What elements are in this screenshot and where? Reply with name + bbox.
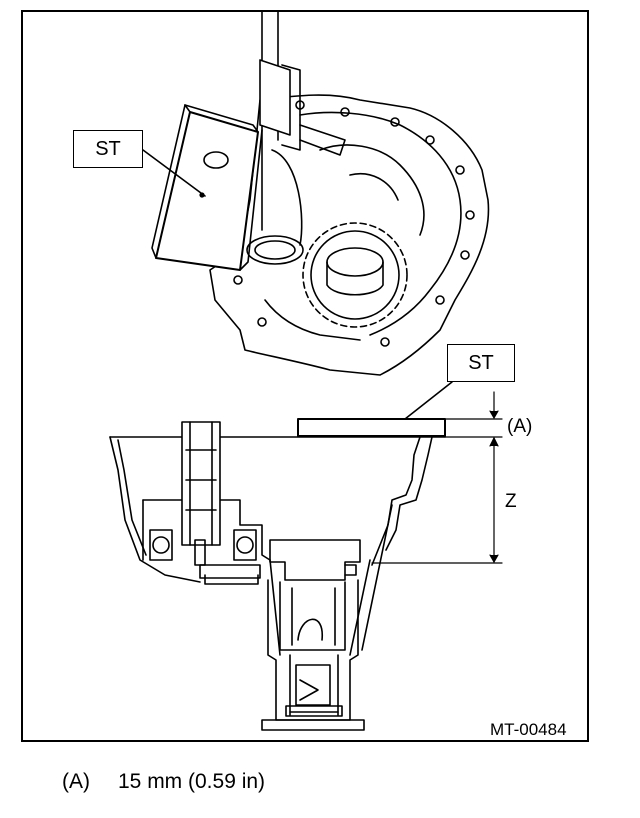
figure-id: MT-00484 xyxy=(490,720,567,739)
dimension-z-label: Z xyxy=(505,491,517,512)
st-label-top: ST xyxy=(73,130,143,168)
transmission-case-iso xyxy=(151,11,490,376)
caption-value: 15 mm (0.59 in) xyxy=(118,770,266,793)
case-section-view xyxy=(109,421,446,731)
st-label-bottom: ST xyxy=(447,344,515,382)
dimension-a-label: (A) xyxy=(507,416,533,437)
st-top-leader xyxy=(142,149,206,197)
dimension-lines xyxy=(371,391,503,564)
st-plate-section xyxy=(297,418,446,437)
caption-key: (A) xyxy=(62,770,90,793)
figure-frame xyxy=(21,10,589,742)
st-bottom-leader xyxy=(404,381,453,420)
caption: (A) 15 mm (0.59 in) xyxy=(62,770,265,794)
